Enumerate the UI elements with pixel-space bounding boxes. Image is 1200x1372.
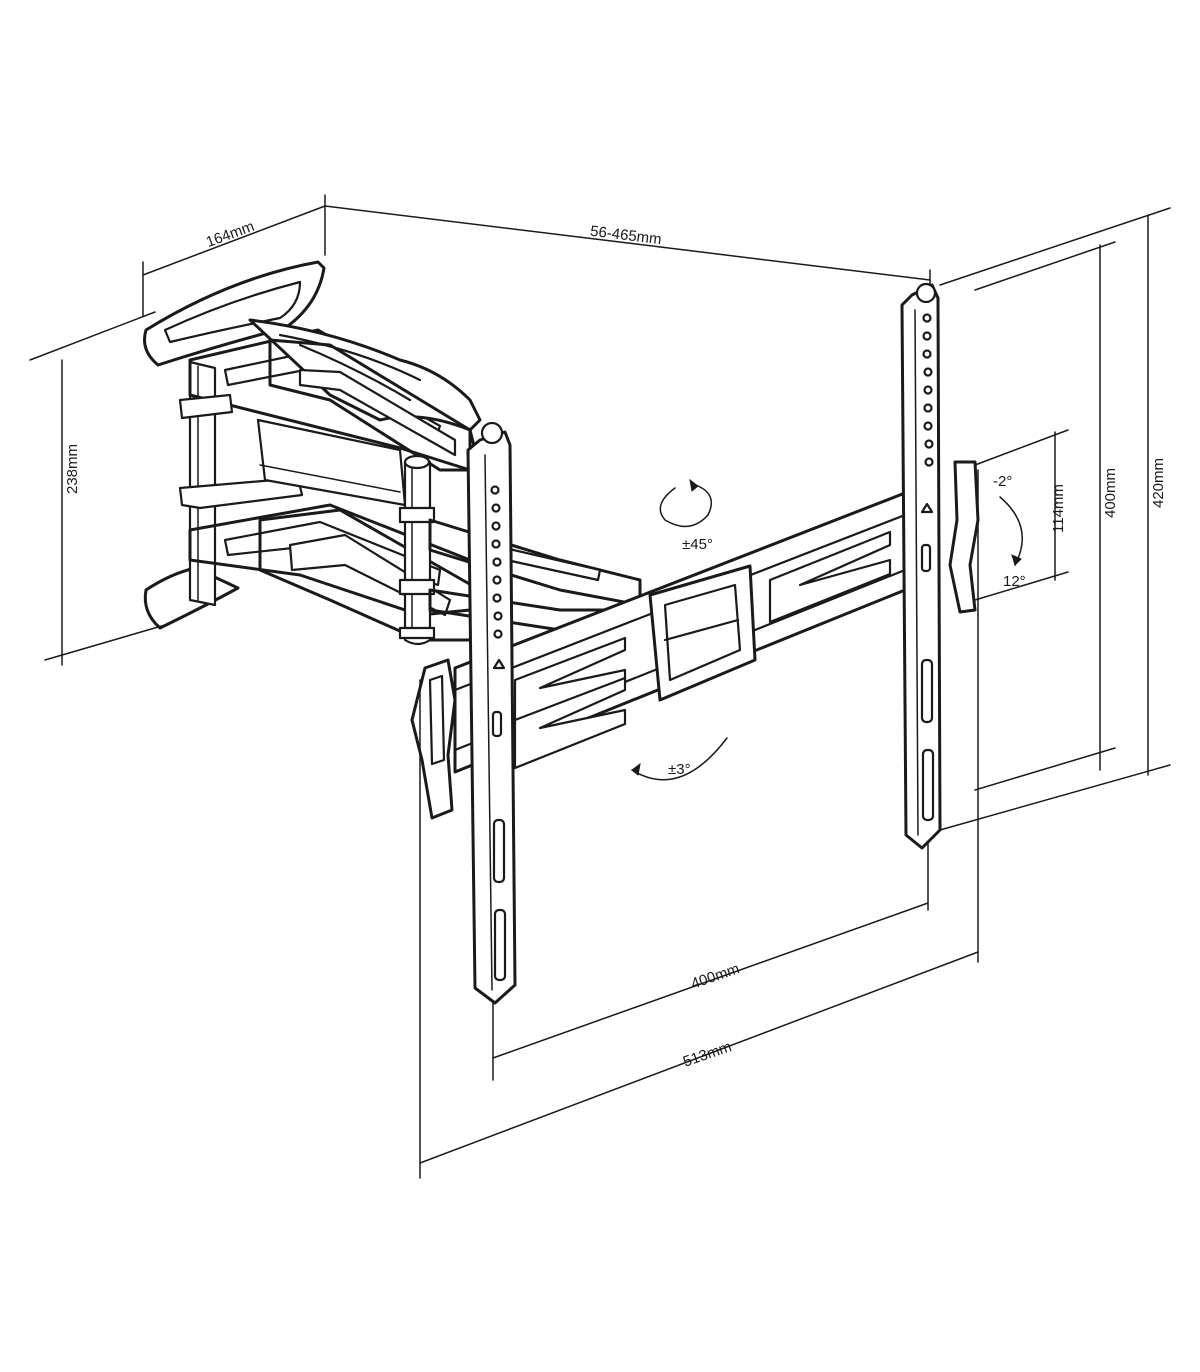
dim-vesa-vertical: 400mm — [1102, 468, 1119, 518]
dim-arm-depth: 164mm — [204, 218, 257, 251]
dim-extension: 56-465mm — [589, 223, 662, 249]
dim-vesa-horizontal: 400mm — [689, 960, 742, 992]
angle-swivel: ±45° — [682, 536, 713, 553]
tv-rail — [410, 460, 980, 820]
tv-bracket-right — [900, 282, 942, 850]
dim-plate-height: 238mm — [64, 444, 81, 494]
rotation-indicators — [631, 478, 1023, 781]
dim-overall-height: 420mm — [1150, 458, 1167, 508]
tv-bracket-left — [466, 421, 517, 1005]
dimension-lines — [29, 194, 1171, 1179]
angle-tilt-down: 12° — [1003, 573, 1026, 590]
dim-tilt-range: 114mm — [1050, 484, 1067, 533]
angle-tilt-up: -2° — [993, 473, 1012, 490]
dim-overall-width: 513mm — [681, 1038, 734, 1070]
angle-level: ±3° — [668, 761, 691, 778]
angle-labels: ±45° ±3° -2° 12° — [668, 473, 1026, 778]
